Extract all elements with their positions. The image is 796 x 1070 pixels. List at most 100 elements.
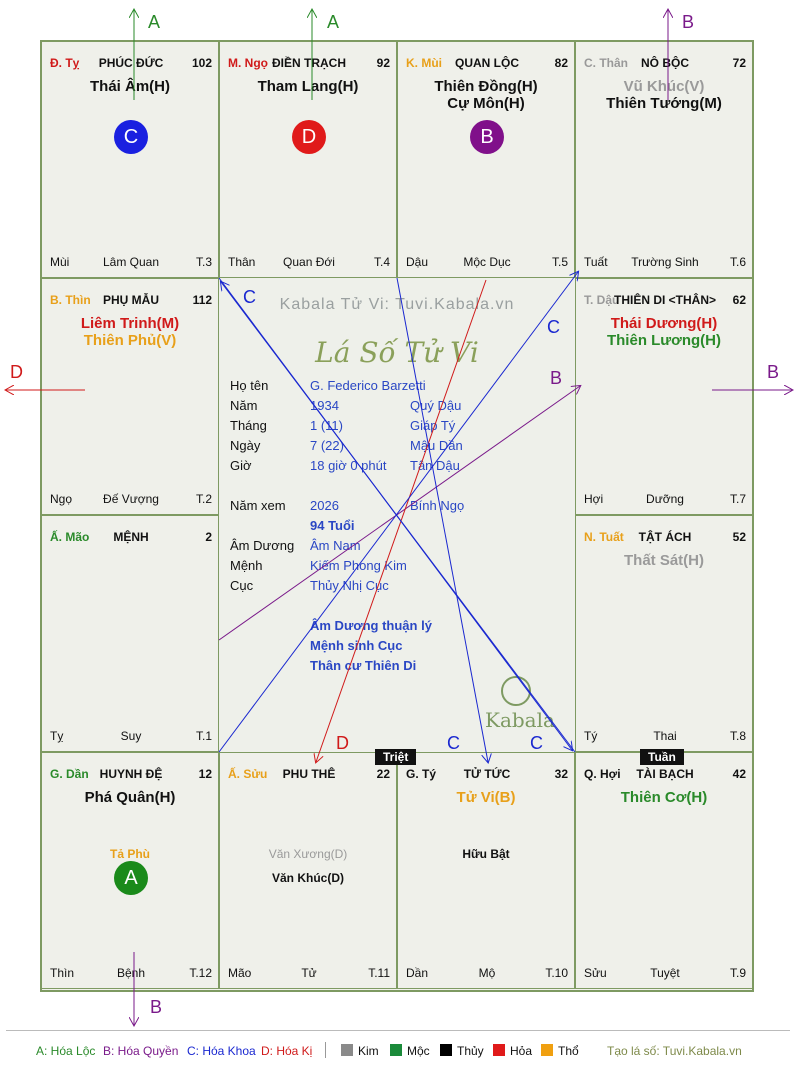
legend-element: Thủy [440, 1044, 484, 1058]
can-chi: N. Tuất [584, 530, 624, 544]
major-star: Vũ Khúc(V) [623, 78, 705, 95]
legend-element-label: Thủy [457, 1044, 484, 1058]
major-star: Tử Vi(B) [456, 789, 516, 806]
arrow-label-c-3: C [447, 733, 460, 753]
triet-tag: Triệt [375, 749, 417, 765]
phase-label: Lâm Quan [102, 255, 160, 269]
major-star: Thái Âm(H) [90, 78, 170, 95]
info-value: 18 giờ 0 phút [310, 458, 387, 473]
info-key: Âm Dương [230, 538, 295, 553]
major-star: Thiên Lương(H) [606, 332, 721, 349]
info-value: Âm Nam [310, 538, 361, 553]
arrow-label-b-4: B [150, 997, 163, 1017]
luck-period: T.12 [189, 966, 212, 980]
can-chi: Ấ. Sửu [228, 767, 268, 781]
tu-hoa-circle-icon: A [114, 861, 148, 895]
legend-element: Mộc [390, 1044, 430, 1058]
palace-name: PHU THÊ [282, 767, 336, 781]
legend-element-label: Hỏa [510, 1044, 533, 1058]
info-key: Ngày [230, 438, 261, 453]
palace-number: 112 [192, 293, 212, 307]
major-star: Thiên Cơ(H) [620, 789, 708, 806]
legend-site: Tạo lá số: Tuvi.Kabala.vn [607, 1044, 742, 1058]
palace-number: 72 [732, 56, 746, 70]
palace-number: 52 [732, 530, 746, 544]
luck-period: T.9 [729, 966, 746, 980]
palace-name: HUYNH ĐỆ [99, 767, 163, 781]
info-key: Giờ [230, 458, 252, 473]
phase-label: Suy [120, 729, 142, 743]
color-swatch-icon [493, 1044, 505, 1056]
info-value: Thủy Nhị Cục [310, 578, 389, 593]
can-chi: C. Thân [584, 56, 628, 70]
luck-period: T.1 [195, 729, 212, 743]
arrow-label-c-4: C [530, 733, 543, 753]
center-note: Thân cư Thiên Di [310, 658, 417, 673]
palace-number: 102 [191, 56, 212, 70]
arrow-label-c-1: C [243, 287, 256, 307]
phase-label: Thai [653, 729, 677, 743]
arrow-label-a-1: A [148, 12, 161, 32]
luck-period: T.7 [729, 492, 746, 506]
info-value-2: Giáp Tý [410, 418, 456, 433]
palace-name: TÀI BẠCH [636, 767, 694, 781]
branch-label: Sửu [584, 966, 607, 980]
major-star: Thiên Đồng(H) [434, 78, 538, 95]
can-chi: Q. Hợi [584, 767, 621, 781]
palace-number: 82 [554, 56, 568, 70]
can-chi: B. Thìn [50, 293, 91, 307]
palace-name: PHÚC ĐỨC [98, 56, 164, 70]
tu-hoa-circle-icon: B [470, 120, 504, 154]
luck-period: T.3 [195, 255, 212, 269]
phase-label: Tuyệt [650, 966, 680, 980]
info-key: Năm xem [230, 498, 286, 513]
arrow-label-b-3: B [767, 362, 780, 382]
branch-label: Thìn [50, 966, 75, 980]
legend-element: Kim [341, 1044, 379, 1058]
arrow-label-b-2: B [550, 368, 563, 388]
can-chi: Đ. Tỵ [50, 56, 80, 70]
phase-label: Mộc Dục [463, 255, 511, 269]
color-swatch-icon [341, 1044, 353, 1056]
arrow-label-c-2: C [547, 317, 560, 337]
center-note: Mệnh sinh Cục [310, 638, 403, 653]
can-chi: T. Dậu [584, 293, 620, 307]
luck-period: T.8 [729, 729, 746, 743]
legend-element-label: Thổ [558, 1044, 579, 1058]
major-star: Thái Dương(H) [610, 315, 718, 332]
palace-number: 42 [732, 767, 746, 781]
palace-number: 2 [205, 530, 212, 544]
phase-label: Dưỡng [646, 492, 684, 506]
branch-label: Tý [584, 729, 598, 743]
info-value-2: Quý Dậu [410, 398, 462, 413]
center-title: Lá Số Tử Vi [315, 336, 479, 369]
palace-name: QUAN LỘC [455, 56, 519, 70]
info-value: 1 (11) [310, 418, 343, 433]
legend-hoa-ki: D: Hóa Kị [261, 1044, 313, 1058]
color-swatch-icon [541, 1044, 553, 1056]
phase-label: Quan Đới [283, 255, 335, 269]
legend-element: Hỏa [493, 1044, 532, 1058]
info-row: 94 Tuổi [230, 518, 560, 536]
legend-element: Thổ [541, 1044, 579, 1058]
branch-label: Thân [228, 255, 256, 269]
arrow-label-d-1: D [10, 362, 23, 382]
info-value-2: Tân Dậu [410, 458, 460, 473]
watermark: Kabala Tử Vi: Tuvi.Kabala.vn [279, 296, 515, 313]
color-swatch-icon [440, 1044, 452, 1056]
info-value-2: Mậu Dần [410, 438, 463, 453]
major-star: Tham Lang(H) [257, 78, 359, 95]
color-swatch-icon [390, 1044, 402, 1056]
major-star: Thiên Phủ(V) [83, 332, 177, 349]
